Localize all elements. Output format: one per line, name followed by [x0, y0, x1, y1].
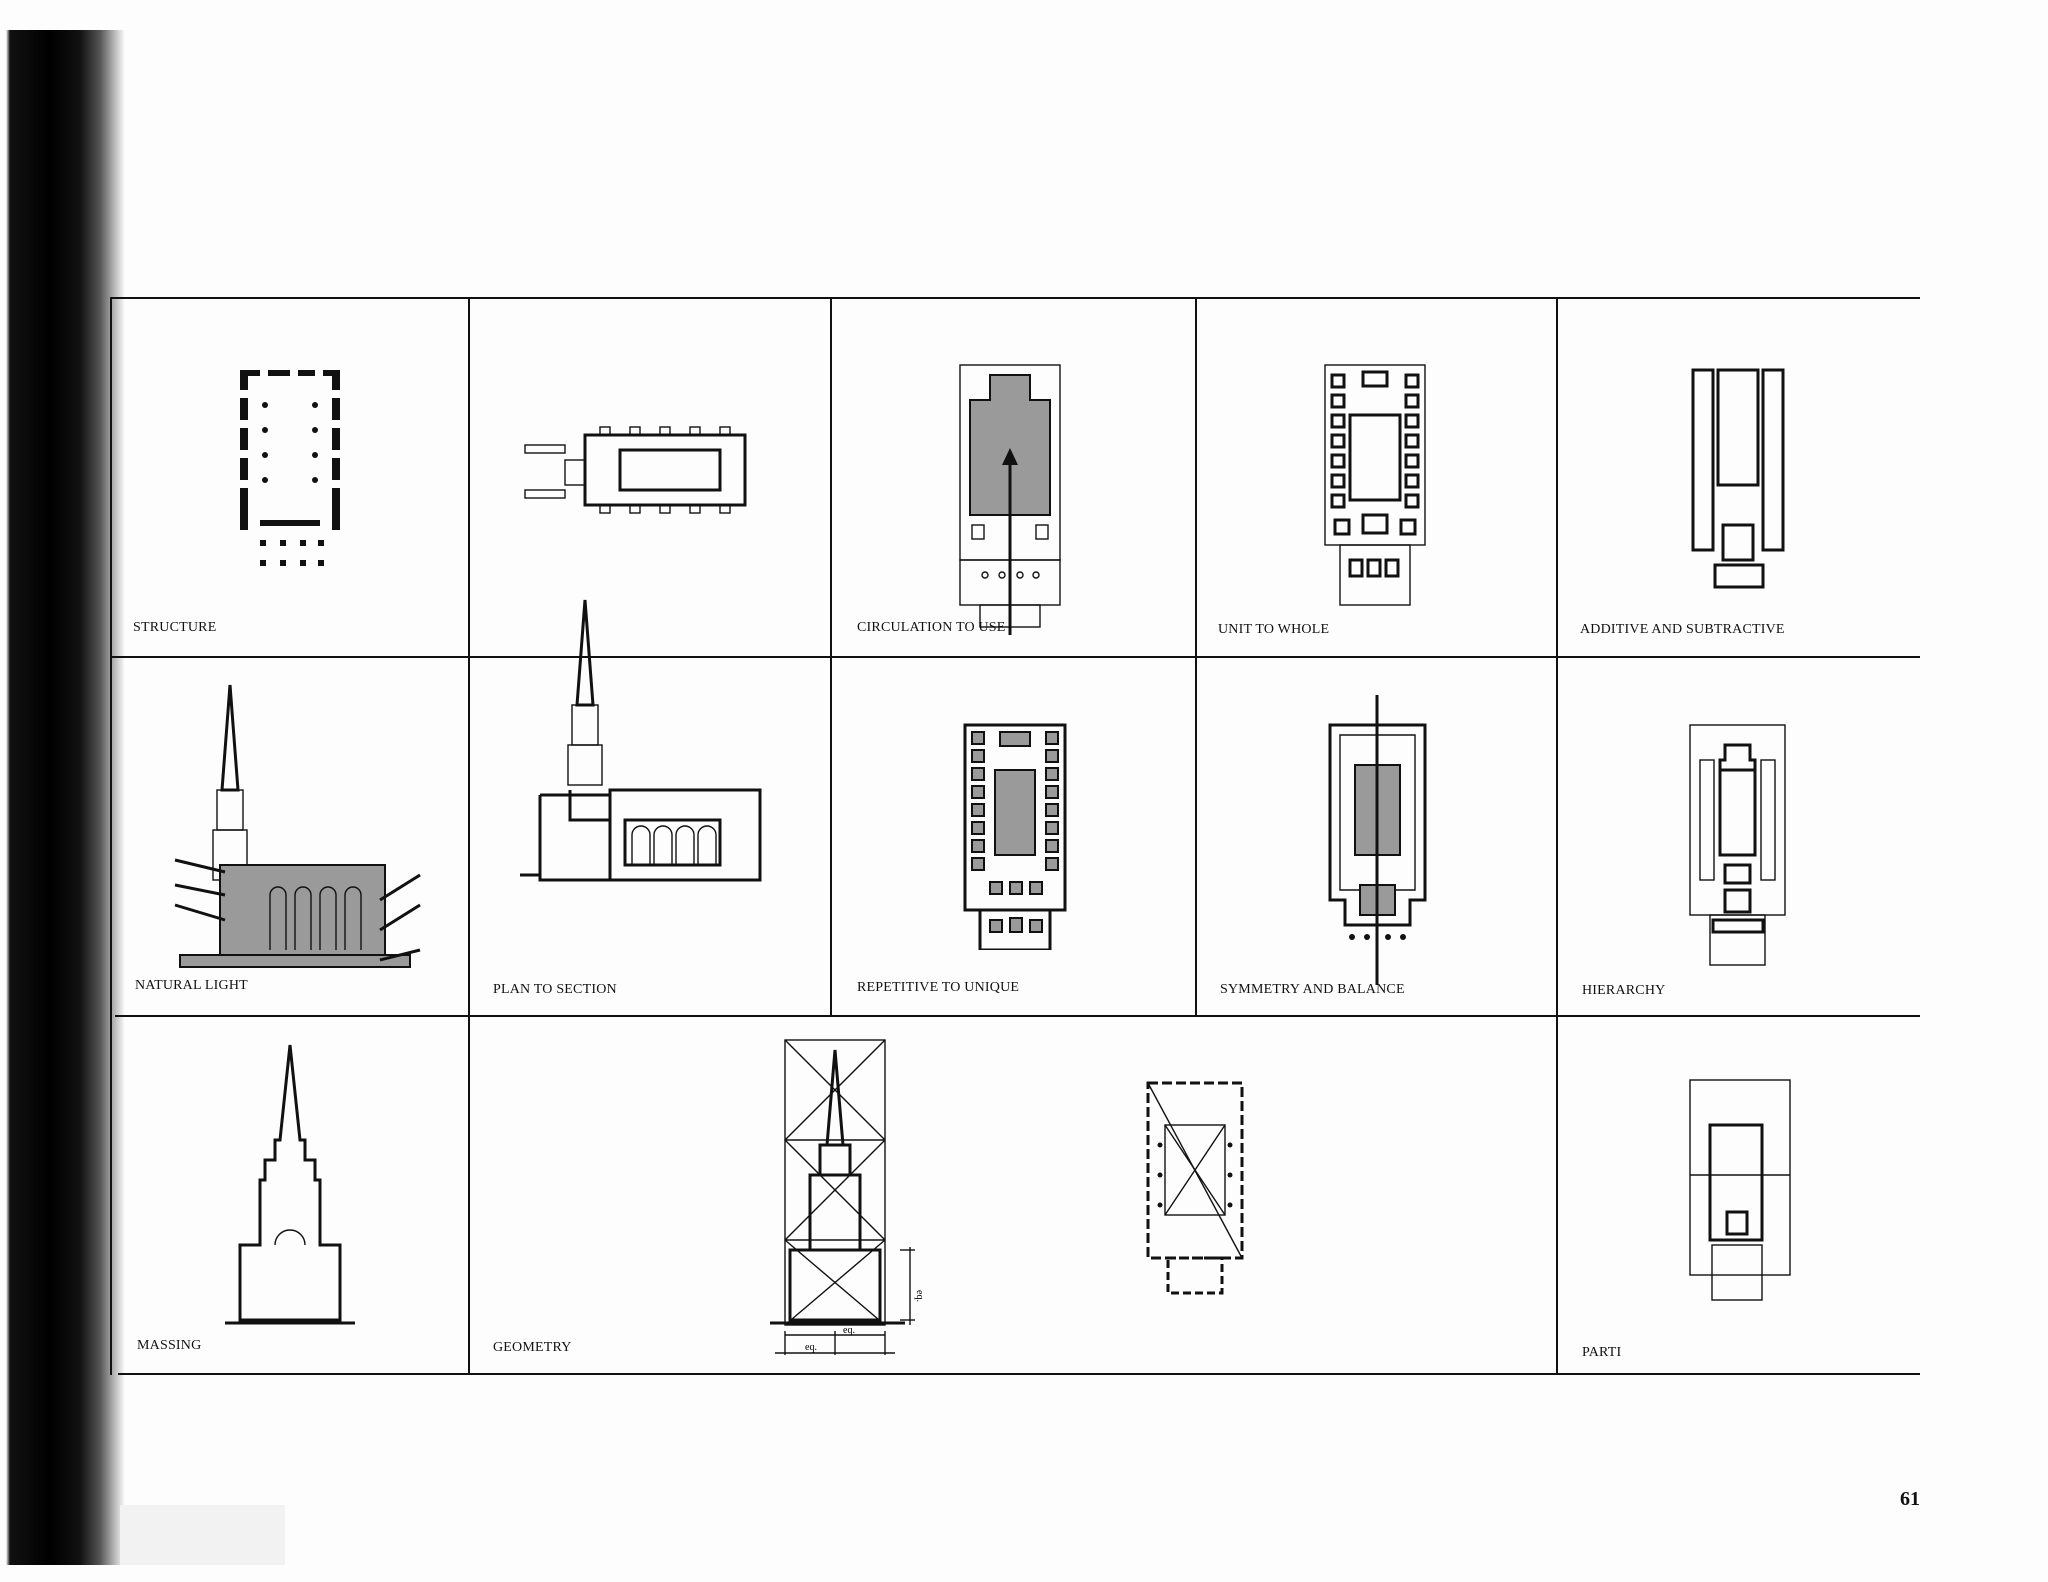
section-diagram: [520, 599, 762, 882]
massing-elevation-diagram: [225, 1044, 355, 1325]
circulation-plan-diagram: [959, 364, 1061, 635]
label-additive: ADDITIVE AND SUBTRACTIVE: [1580, 622, 1785, 637]
unit-to-whole-plan-diagram: [1324, 364, 1426, 606]
scan-binding-shadow: [0, 30, 125, 1565]
repetitive-plan-diagram: [963, 723, 1067, 950]
structure-plan-diagram: [239, 369, 341, 566]
geometry-plan-diagram: [1146, 1081, 1244, 1295]
hierarchy-diagram: [1689, 724, 1786, 966]
label-unit-whole: UNIT TO WHOLE: [1218, 622, 1330, 637]
label-hierarchy: HIERARCHY: [1582, 983, 1666, 998]
label-parti: PARTI: [1582, 1345, 1622, 1360]
dim-eq-vertical: eq.: [914, 1290, 925, 1302]
label-symmetry: SYMMETRY AND BALANCE: [1220, 982, 1405, 997]
natural-light-section-diagram: [174, 684, 421, 968]
geometry-elevation-diagram: eq. eq. eq.: [770, 1039, 925, 1355]
parti-diagram: [1689, 1079, 1791, 1301]
label-natural-light: NATURAL LIGHT: [135, 978, 248, 993]
plan-diagram: [524, 426, 747, 514]
symmetry-balance-diagram: [1328, 695, 1427, 985]
scan-artifact: [120, 1505, 285, 1565]
dim-eq-right: eq.: [843, 1325, 855, 1336]
label-repetitive: REPETITIVE TO UNIQUE: [857, 980, 1020, 995]
label-geometry: GEOMETRY: [493, 1340, 572, 1355]
label-circulation: CIRCULATION TO USE: [857, 620, 1006, 635]
label-plan-section: PLAN TO SECTION: [493, 982, 617, 997]
label-massing: MASSING: [137, 1338, 202, 1353]
additive-subtractive-diagram: [1691, 368, 1785, 589]
page-number: 61: [1900, 1488, 1920, 1510]
dim-eq-left: eq.: [805, 1342, 817, 1353]
label-structure: STRUCTURE: [133, 620, 217, 635]
